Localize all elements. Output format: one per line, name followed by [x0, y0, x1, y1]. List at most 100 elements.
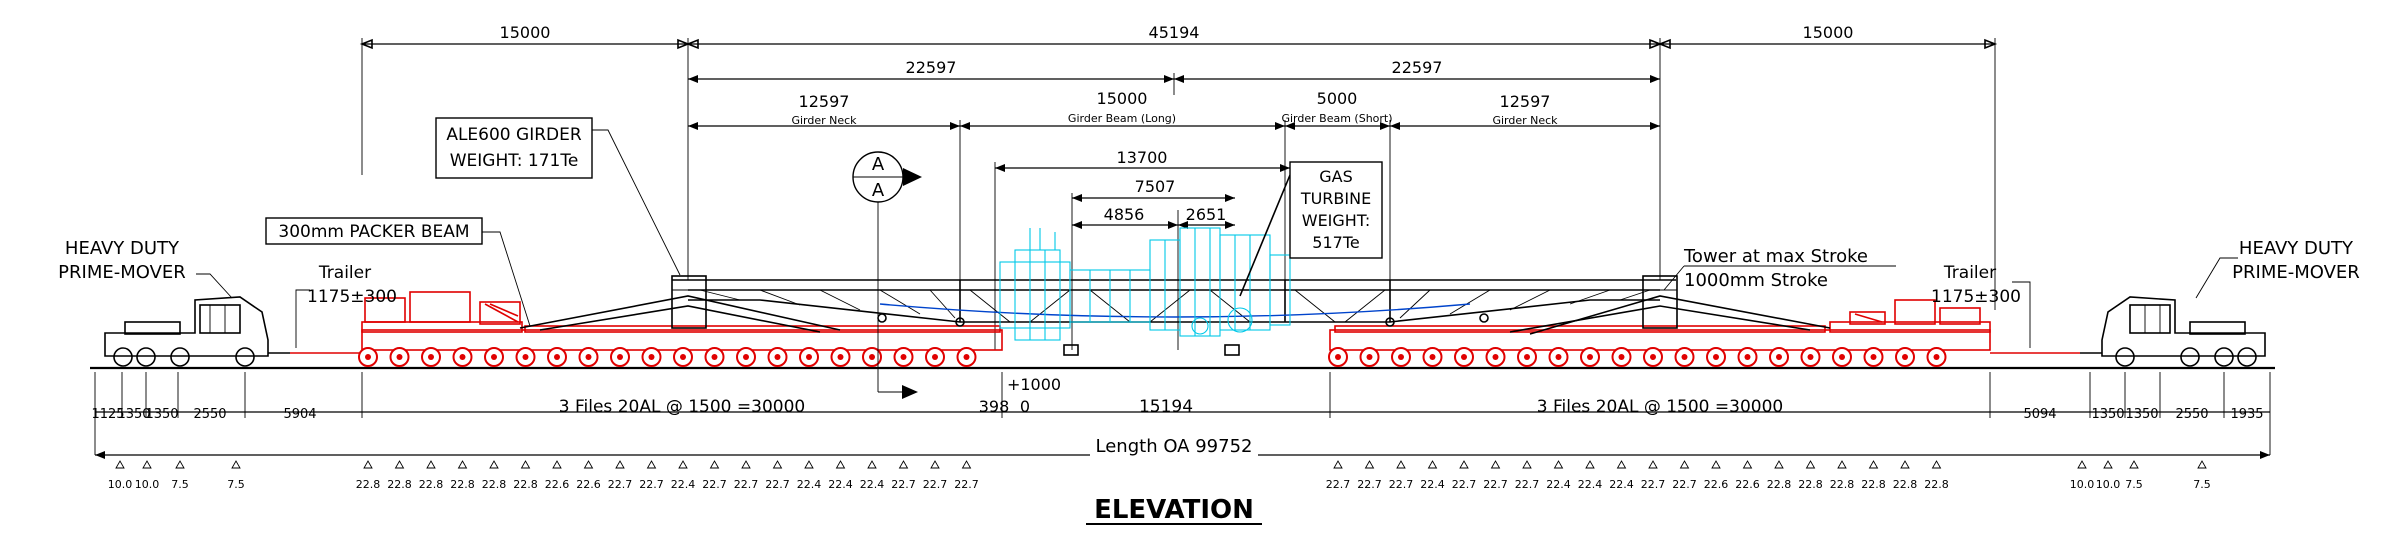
axle-load-value: 22.7	[1452, 478, 1477, 491]
axle-load-value: 7.5	[227, 478, 245, 491]
trailer-wheel-hub	[1524, 354, 1530, 360]
tower-line1: Tower at max Stroke	[1683, 246, 1868, 267]
trailer-wheel-hub	[554, 354, 560, 360]
axle-load-value: 22.8	[450, 478, 475, 491]
axle-marker	[1396, 460, 1406, 469]
trailer-right-line1: Trailer	[1943, 263, 1996, 283]
prime-left-line1: HEAVY DUTY	[65, 238, 180, 259]
dim-b-files-left: 3 Files 20AL @ 1500 =30000	[559, 397, 805, 417]
axle-marker	[1522, 460, 1532, 469]
packer-beam-label: 300mm PACKER BEAM	[278, 222, 469, 242]
axle-load-value: 22.4	[828, 478, 853, 491]
dim-b-left-0: 1125	[91, 407, 124, 422]
trailer-wheel-hub	[1807, 354, 1814, 360]
trailer-wheel-hub	[932, 354, 938, 360]
axle-marker	[583, 460, 594, 469]
axle-load-value: 22.7	[1515, 478, 1540, 491]
axle-load-value: 22.4	[1609, 478, 1634, 491]
trailer-right-line2: 1175±300	[1931, 287, 2021, 307]
section-marker: A A	[852, 151, 922, 399]
axle-marker	[1900, 460, 1910, 469]
trailer-wheel-hub	[365, 354, 371, 360]
axle-marker	[930, 460, 940, 469]
trailer-wheel-hub	[1713, 354, 1719, 360]
axle-marker	[1648, 460, 1658, 469]
dim-left-overhang: 15000	[500, 23, 551, 42]
axle-marker	[426, 460, 436, 469]
axle-load-value: 10.0	[108, 478, 133, 491]
axle-load-value: 22.7	[954, 478, 979, 491]
trailer-wheel-hub	[1618, 354, 1625, 360]
axle-load-value: 22.6	[1735, 478, 1760, 491]
axle-marker	[835, 460, 846, 469]
callout-prime-left: HEAVY DUTY PRIME-MOVER	[58, 238, 233, 299]
turbine-line2: TURBINE	[1300, 189, 1371, 208]
axle-marker	[2197, 460, 2207, 469]
axle-marker	[741, 460, 751, 469]
axle-load-value: 22.4	[797, 478, 822, 491]
axle-load-value: 22.8	[1798, 478, 1823, 491]
trailer-wheel-hub	[585, 354, 592, 360]
dim-neck-right: 12597	[1500, 92, 1551, 111]
dim-b-right-2: 2550	[2175, 407, 2208, 422]
trailer-left-line1: Trailer	[318, 263, 371, 283]
axle-marker	[520, 460, 531, 469]
dim-b-centre-b: 0	[1020, 397, 1030, 416]
dim-b-right-3: 1935	[2230, 407, 2263, 422]
prime-mover-left	[104, 296, 290, 367]
dim-b-centre-a: 398	[979, 397, 1010, 416]
trailer-wheel-hub	[1555, 354, 1562, 360]
trailer-wheel-hub	[396, 354, 403, 360]
prime-right-line2: PRIME-MOVER	[2232, 262, 2360, 283]
axle-marker	[1711, 460, 1721, 469]
support-left	[1063, 344, 1079, 356]
axle-marker	[2129, 460, 2139, 469]
trailer-wheel-hub	[680, 354, 686, 360]
trailer-wheel-hub	[1681, 354, 1688, 360]
support-right	[1224, 344, 1240, 356]
trailer-wheel-hub	[774, 354, 781, 360]
bottom-dimensions: 1125 1350 1350 2550 5904 3 Files 20AL @ …	[91, 372, 2271, 459]
callout-prime-right: HEAVY DUTY PRIME-MOVER	[2195, 238, 2360, 299]
axle-marker	[1805, 460, 1816, 469]
axle-marker	[1868, 460, 1879, 469]
axle-marker	[898, 460, 909, 469]
prime-mover-right	[2080, 296, 2266, 367]
axle-load-value: 22.8	[1924, 478, 1949, 491]
trailer-wheel-hub	[491, 354, 497, 360]
dim-b-right-gap: 5094	[2023, 407, 2056, 422]
axle-load-value: 22.7	[1641, 478, 1666, 491]
trailer-wheel-hub	[1366, 354, 1373, 360]
axle-marker	[709, 460, 720, 469]
dim-beam-short: 5000	[1317, 89, 1358, 108]
trailer-left-line2: 1175±300	[307, 287, 397, 307]
axle-marker	[615, 460, 625, 469]
axle-marker	[1553, 460, 1564, 469]
label-neck-right: Girder Neck	[1492, 114, 1558, 127]
trailer-wheel-hub	[743, 354, 749, 360]
axle-marker	[142, 460, 152, 469]
axle-marker	[175, 460, 185, 469]
axle-load-value: 22.7	[891, 478, 916, 491]
girder-weight: WEIGHT: 171Te	[450, 151, 579, 171]
axle-load-value: 22.8	[387, 478, 412, 491]
trailer-wheel-hub	[1902, 354, 1908, 360]
prime-left-line2: PRIME-MOVER	[58, 262, 186, 283]
callout-tower: Tower at max Stroke 1000mm Stroke	[1663, 246, 1896, 291]
axle-marker	[1364, 460, 1375, 469]
trailer-wheel-hub	[459, 354, 466, 360]
dim-turbine-b: 2651	[1186, 205, 1227, 224]
axle-marker	[2077, 460, 2087, 469]
dim-overall-girder: 45194	[1149, 23, 1200, 42]
axle-marker	[1459, 460, 1469, 469]
axle-marker	[1774, 460, 1784, 469]
trailer-wheel-hub	[1461, 354, 1467, 360]
trailer-wheel-hub	[1870, 354, 1877, 360]
callout-turbine: GAS TURBINE WEIGHT: 517Te	[1289, 161, 1383, 259]
trailer-wheel-hub	[806, 354, 812, 360]
section-letter-bottom: A	[872, 180, 885, 201]
axle-marker	[363, 460, 373, 469]
axle-load-value: 7.5	[171, 478, 189, 491]
